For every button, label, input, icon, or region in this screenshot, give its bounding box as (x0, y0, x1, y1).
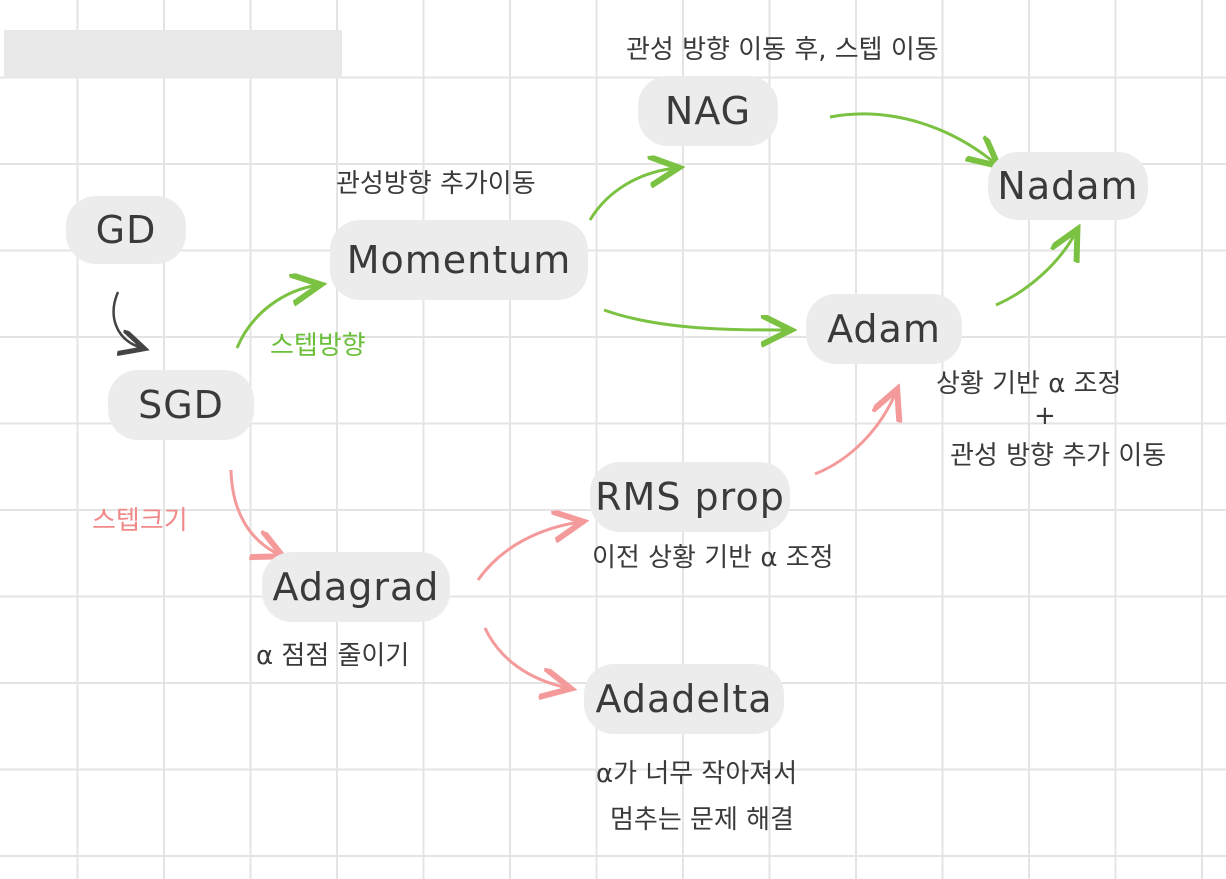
node-adadelta: Adadelta (584, 664, 784, 734)
arrow-momentum-nag (588, 168, 676, 221)
arrow-gd-sgd (112, 291, 142, 348)
note-adadelta-line2: 멈추는 문제 해결 (610, 805, 794, 835)
node-adam: Adam (806, 294, 962, 364)
arrow-sgd-momentum (235, 285, 318, 349)
redacted-title-area (4, 30, 342, 78)
node-momentum: Momentum (330, 220, 588, 300)
note-adagrad: α 점점 줄이기 (256, 641, 410, 671)
arrow-adagrad-adadelta (483, 627, 568, 688)
node-rmsprop: RMS prop (590, 462, 790, 532)
note-adam-plus: + (1034, 401, 1056, 431)
node-gd: GD (66, 196, 186, 264)
arrow-adam-nadam (995, 232, 1076, 307)
arrow-adagrad-rmsprop (476, 522, 580, 581)
arrow-rmsprop-adam (814, 392, 896, 476)
node-nag: NAG (638, 76, 778, 146)
note-adadelta-line1: α가 너무 작아져서 (596, 759, 798, 789)
note-momentum: 관성방향 추가이동 (336, 169, 536, 199)
note-adam-line2: 관성 방향 추가 이동 (950, 441, 1167, 471)
node-nadam: Nadam (988, 152, 1148, 220)
arrow-momentum-adam (603, 308, 788, 330)
node-adagrad: Adagrad (262, 552, 450, 622)
arrow-sgd-adagrad (229, 469, 280, 555)
note-step-size: 스텝크기 (92, 506, 188, 536)
arrow-nag-nadam (829, 112, 996, 164)
node-sgd: SGD (108, 370, 254, 440)
note-step-direction: 스텝방향 (270, 331, 366, 361)
note-rmsprop: 이전 상황 기반 α 조정 (592, 543, 834, 573)
note-nag: 관성 방향 이동 후, 스텝 이동 (626, 35, 939, 65)
note-adam-line1: 상황 기반 α 조정 (936, 369, 1122, 399)
